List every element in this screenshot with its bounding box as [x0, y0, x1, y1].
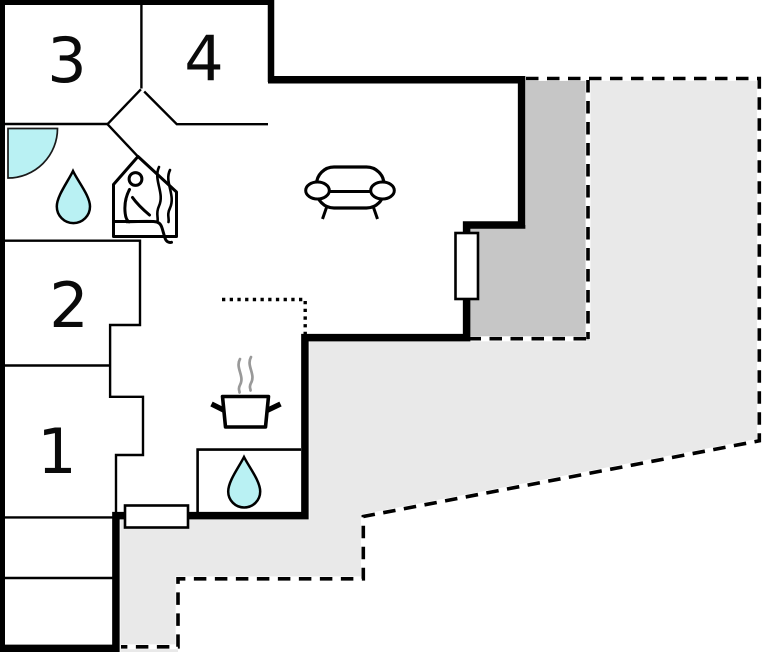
sauna-person-leg: [125, 219, 173, 244]
window-marker-right: [454, 231, 480, 301]
sofa-leg-left: [321, 207, 328, 220]
wall-left-and-top: [0, 0, 268, 652]
terrace-boundary-dashed: [121, 76, 762, 649]
exterior-walls: [0, 0, 526, 652]
window-marker-bottom: [123, 504, 190, 529]
steam-icon: [237, 357, 243, 394]
room-label-3: 3: [47, 24, 86, 97]
room-label-2: 2: [49, 269, 88, 342]
sauna-person-head: [127, 171, 144, 187]
cooking-pot-icon: [210, 355, 282, 429]
steam-icon-2: [248, 355, 254, 392]
sofa-icon: [304, 165, 396, 220]
interior-walls: [5, 5, 301, 580]
sofa-leg-right: [372, 207, 379, 220]
kitchen-boundary-dotted: [222, 297, 307, 335]
room-label-1: 1: [37, 415, 76, 488]
covered-terrace-area: [469, 78, 589, 341]
room-label-4: 4: [184, 22, 223, 95]
open-terrace-area: [120, 78, 760, 652]
water-drop-icon-bathroom: [55, 168, 92, 225]
sauna-steam-icon-2: [166, 168, 173, 224]
sofa-armrest-left: [304, 180, 331, 201]
sauna-icon: [112, 155, 178, 244]
sauna-person-arm: [131, 196, 151, 217]
pot-handle-right: [265, 401, 282, 413]
sauna-steam-icon: [155, 165, 162, 223]
shower-icon: [7, 127, 59, 179]
water-drop-icon-wc: [226, 454, 262, 509]
sofa-armrest-right: [369, 180, 396, 201]
wall-main-outline: [0, 75, 526, 652]
pot-body: [220, 394, 271, 429]
